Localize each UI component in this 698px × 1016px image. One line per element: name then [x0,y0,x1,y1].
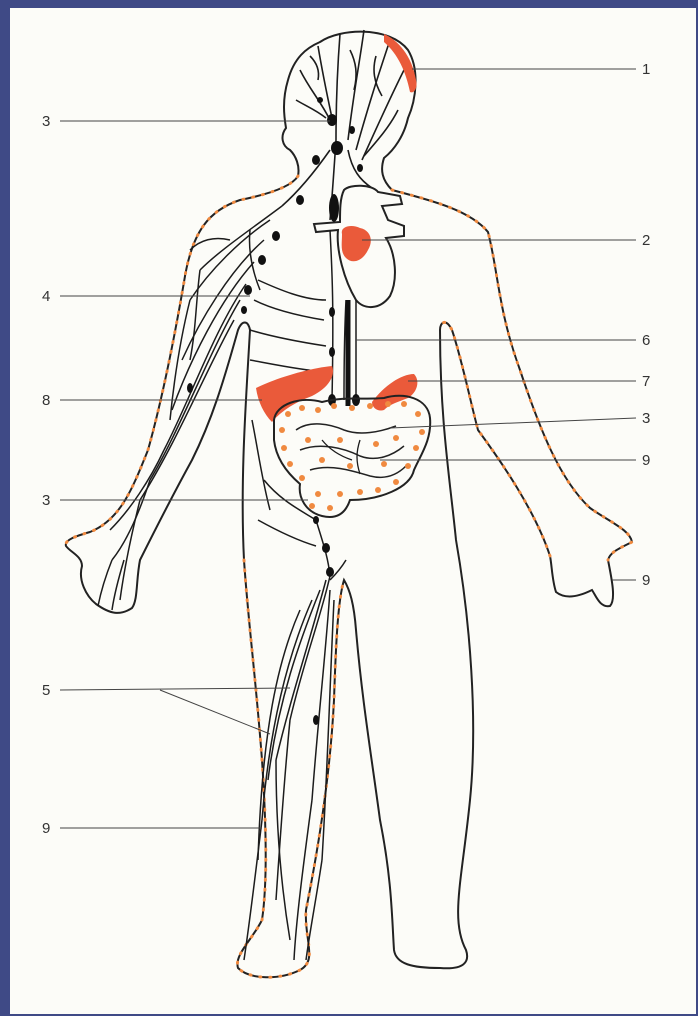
arm-lymph-vessels [98,206,282,610]
label-9-skin: 9 [42,820,50,837]
label-8-liver: 8 [42,392,50,409]
label-4-axilla: 4 [42,288,50,305]
label-5-leg: 5 [42,682,50,699]
label-9-intestine: 9 [642,452,650,469]
intestines [274,396,430,517]
liver [256,366,333,422]
label-6-duct: 6 [642,332,650,349]
heart [314,186,404,307]
spleen [372,374,417,411]
heart-highlight [342,226,371,261]
label-3-groin: 3 [42,492,50,509]
head-lymph-nodes [312,97,363,222]
label-3-mesentery: 3 [642,410,650,427]
skin-dots-right [392,190,632,560]
callout-labels: 1 3 2 4 6 7 8 3 9 3 9 5 9 [42,61,650,837]
label-3-neck: 3 [42,113,50,130]
label-7-spleen: 7 [642,373,650,390]
leg-lymph-vessels [244,420,346,960]
label-1-head: 1 [642,61,650,78]
label-9-hand: 9 [642,572,650,589]
label-2-heart: 2 [642,232,650,249]
leg-lymph-nodes [313,516,334,725]
